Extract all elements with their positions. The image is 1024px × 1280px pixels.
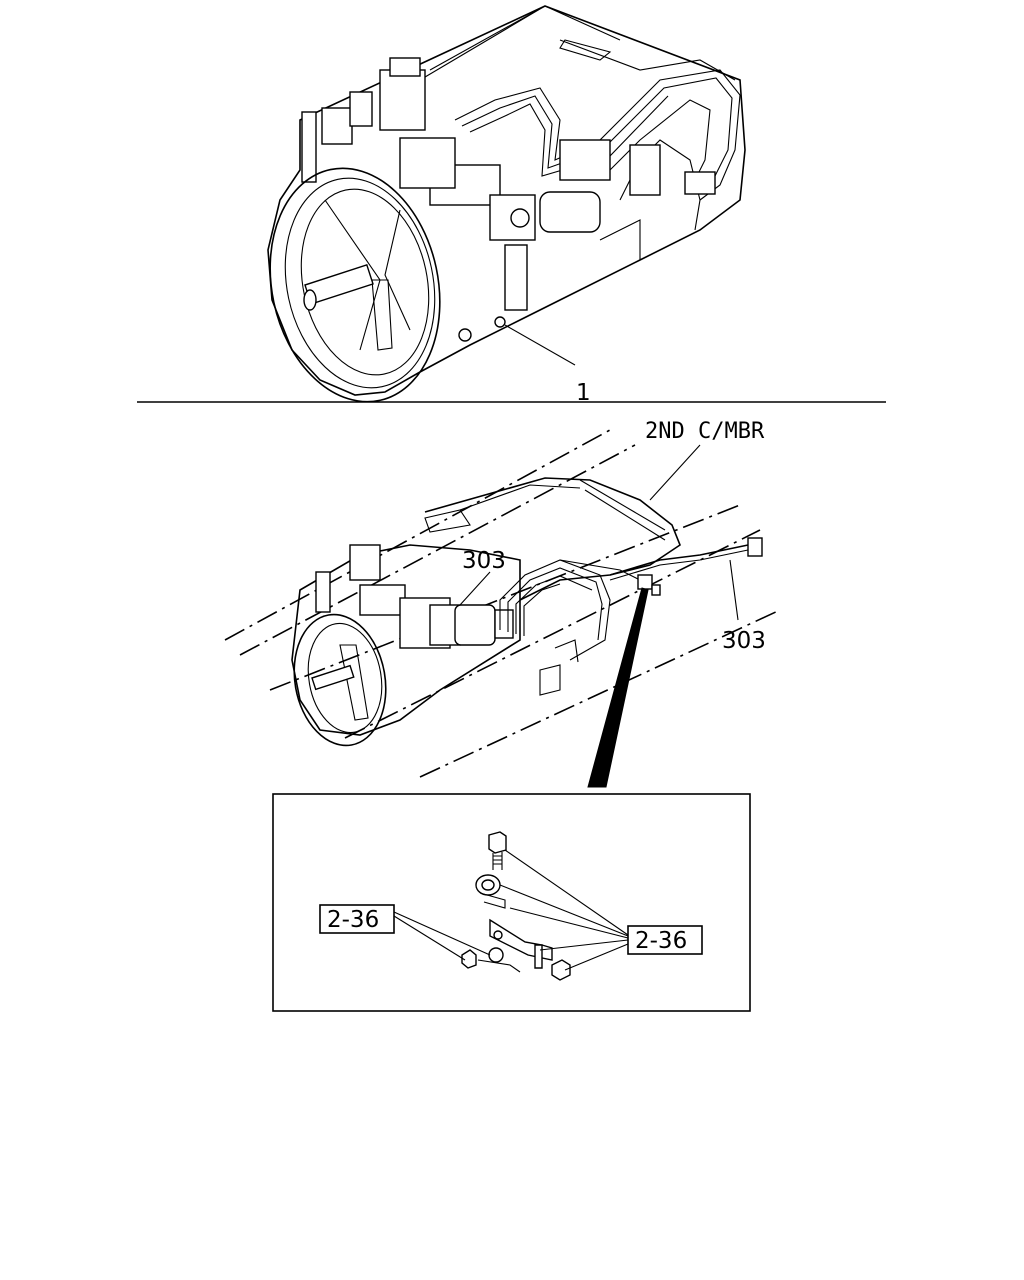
detail-view-box: 2-36 2-36 (272, 793, 751, 1012)
chassis-harness-illustration: 2ND C/MBR 303 303 (224, 419, 781, 788)
ref-label-right: 2-36 (635, 928, 687, 954)
detail-nut-right (551, 959, 571, 981)
detail-bracket (489, 918, 553, 969)
transmission-assembly-illustration: 1 (267, 5, 746, 406)
frame-member-label: 2ND C/MBR (645, 419, 765, 444)
detail-bolt (488, 831, 507, 870)
ref-label-left: 2-36 (327, 907, 379, 933)
harness-label-upper: 303 (462, 548, 506, 574)
detail-washer-nut (461, 947, 521, 973)
detail-clamp (475, 874, 506, 909)
harness-label-right: 303 (722, 628, 766, 654)
callout-1: 1 (576, 380, 591, 406)
ref-box-left (319, 904, 395, 934)
